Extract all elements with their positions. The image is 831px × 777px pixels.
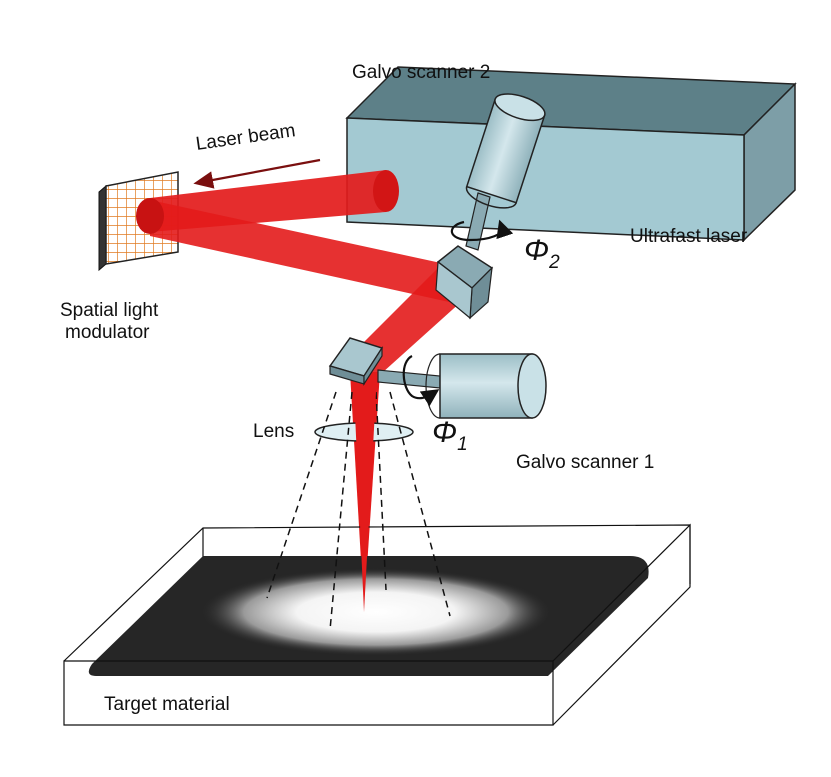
laser-beam-path: [136, 170, 472, 612]
label-spatial-light-modulator-line2: modulator: [65, 322, 150, 343]
galvo-scanner-1: [328, 337, 547, 419]
label-ultrafast-laser: Ultrafast laser: [630, 226, 748, 247]
beam-spot-slm: [136, 198, 164, 234]
label-spatial-light-modulator-line1: Spatial light: [60, 300, 159, 321]
phi2-subscript: 2: [549, 252, 560, 273]
target-box-right: [552, 523, 691, 726]
beam-slm-to-galvo2: [150, 200, 464, 304]
galvo1-rotation-arrow: [402, 355, 440, 407]
label-target-material: Target material: [104, 694, 230, 715]
ultrafast-laser-box: [345, 66, 797, 242]
label-phi1: Φ1: [432, 416, 468, 455]
galvo1-shaft: [377, 369, 441, 389]
phi1-symbol: Φ: [432, 416, 458, 449]
target-material: [63, 523, 691, 726]
label-phi2: Φ2: [524, 234, 560, 273]
galvo2-mirror-face: [435, 260, 473, 320]
processed-spot: [200, 568, 552, 656]
label-galvo-scanner-2: Galvo scanner 2: [352, 62, 491, 83]
laser-beam-arrow: [193, 158, 321, 189]
galvo2-motor-top: [494, 93, 546, 122]
scan-field-lines: [266, 391, 451, 631]
galvo1-motor-face: [517, 353, 547, 419]
label-lens: Lens: [253, 421, 295, 442]
scan-line: [375, 391, 387, 591]
galvo1-mirror-side: [363, 345, 383, 387]
phi2-symbol: Φ: [524, 234, 550, 267]
beam-focused-front: [354, 392, 376, 612]
scan-line: [389, 391, 451, 617]
laser-box-front: [346, 117, 745, 241]
slm-side: [98, 184, 107, 272]
scan-line: [266, 391, 337, 599]
scan-line: [329, 391, 353, 631]
phi1-subscript: 1: [457, 434, 468, 455]
label-galvo-scanner-1: Galvo scanner 1: [516, 452, 655, 473]
galvo2-rotation-arrow: [450, 219, 514, 242]
galvo-scanner-2: [435, 93, 546, 320]
beam-exit-aperture: [373, 170, 399, 212]
galvo2-shaft: [465, 192, 491, 251]
